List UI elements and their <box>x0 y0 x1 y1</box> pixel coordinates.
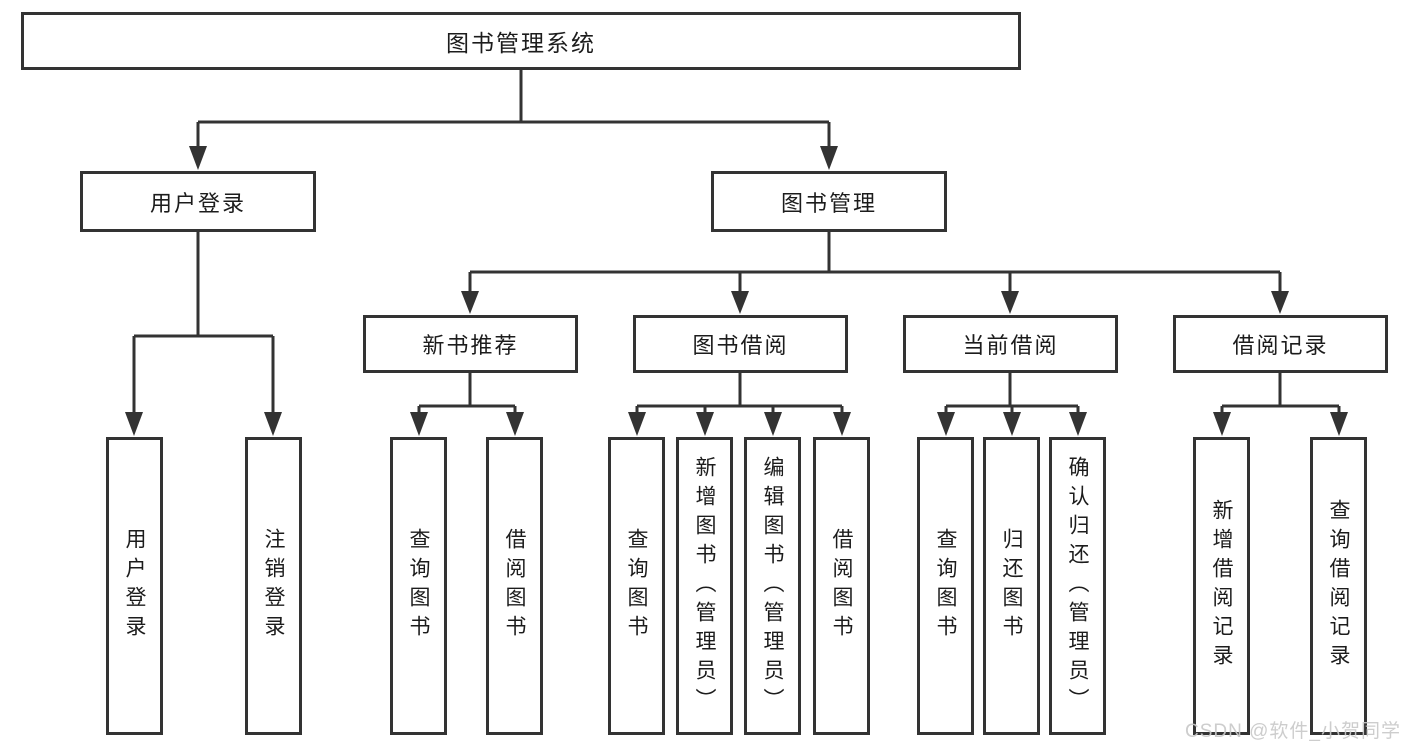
node-borrow-records: 借阅记录 <box>1173 315 1388 373</box>
leaf-nb-borrow-books: 借阅图书 <box>486 437 543 735</box>
watermark: CSDN @软件_小贺同学 <box>1185 721 1401 742</box>
leaf-bb-borrow-books: 借阅图书 <box>813 437 870 735</box>
leaf-logout: 注销登录 <box>245 437 302 735</box>
leaf-cb-query-books: 查询图书 <box>917 437 974 735</box>
connector-root-to-level1 <box>189 70 838 170</box>
leaf-cb-confirm-return-admin: 确认归还（管理员） <box>1049 437 1106 735</box>
connector-current-borrow-to-children <box>937 373 1087 436</box>
connector-book-management-to-sections <box>461 232 1289 314</box>
node-root: 图书管理系统 <box>21 12 1021 70</box>
connector-borrow-records-to-children <box>1213 373 1348 436</box>
leaf-user-login: 用户登录 <box>106 437 163 735</box>
connector-user-login-to-children <box>125 232 282 436</box>
leaf-bb-query-books: 查询图书 <box>608 437 665 735</box>
connector-new-book-recommend-to-children <box>410 373 524 436</box>
leaf-nb-query-books: 查询图书 <box>390 437 447 735</box>
node-current-borrow: 当前借阅 <box>903 315 1118 373</box>
leaf-cb-return-books: 归还图书 <box>983 437 1040 735</box>
connector-book-borrow-to-children <box>628 373 851 436</box>
node-new-book-recommend: 新书推荐 <box>363 315 578 373</box>
node-book-borrow: 图书借阅 <box>633 315 848 373</box>
leaf-br-query-record: 查询借阅记录 <box>1310 437 1367 735</box>
leaf-br-add-record: 新增借阅记录 <box>1193 437 1250 735</box>
node-user-login: 用户登录 <box>80 171 316 232</box>
leaf-bb-edit-book-admin: 编辑图书（管理员） <box>744 437 801 735</box>
node-book-management: 图书管理 <box>711 171 947 232</box>
leaf-bb-add-book-admin: 新增图书（管理员） <box>676 437 733 735</box>
